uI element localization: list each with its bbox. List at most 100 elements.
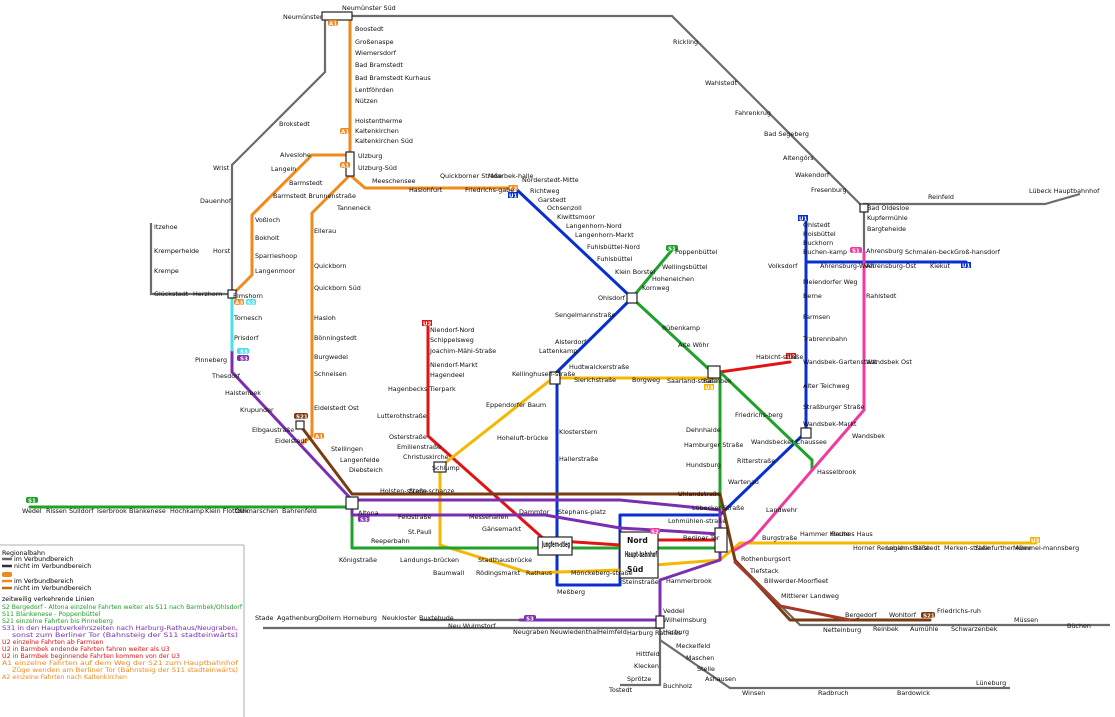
- station-neuwiedenthal[interactable]: Neuwiedenthal: [550, 628, 598, 636]
- station-osterstrasse[interactable]: Osterstraße: [389, 433, 427, 441]
- station-itzehoe[interactable]: Itzehoe: [154, 223, 178, 231]
- station-mittlerer-landweg[interactable]: Mittlerer Landweg: [781, 592, 839, 600]
- station-harburg[interactable]: Harburg: [663, 628, 689, 636]
- station-langenhorn-markt[interactable]: Langenhorn-Markt: [575, 231, 634, 239]
- station-wahlstedt[interactable]: Wahlstedt: [705, 79, 737, 87]
- station-schwarzenbek[interactable]: Schwarzenbek: [951, 625, 998, 633]
- station-klein-borstel[interactable]: Klein Borstel: [615, 268, 655, 276]
- station-veddel[interactable]: Veddel: [663, 607, 685, 615]
- station-horner-rennbahn[interactable]: Horner Rennbahn: [853, 544, 909, 552]
- station-trabrennbahn[interactable]: Trabrennbahn: [802, 335, 847, 343]
- station-wandsbek-gartenstadt[interactable]: Wandsbek-Gartenstadt: [803, 358, 877, 366]
- station-rissen[interactable]: Rissen: [46, 507, 67, 515]
- station-langenhorn-nord[interactable]: Langenhorn-Nord: [566, 222, 622, 230]
- hub-berliner-tor[interactable]: [714, 527, 728, 553]
- hub-ohlsdorf[interactable]: [626, 292, 638, 304]
- station-wilhelmsburg[interactable]: Wilhelmsburg: [663, 616, 707, 624]
- station-wandsbek-markt[interactable]: Wandsbek-Markt: [803, 420, 857, 428]
- station-berliner-tor[interactable]: Berliner Tor: [683, 534, 720, 542]
- station-neukloster[interactable]: Neukloster: [382, 614, 417, 622]
- station-ohlstedt[interactable]: Ohlstedt: [803, 221, 831, 229]
- station-schlump[interactable]: Schlump: [432, 464, 460, 472]
- station-uhlandstrasse[interactable]: Uhlandstraße: [678, 490, 721, 498]
- station-hagenbecks[interactable]: Hagenbecks Tierpark: [388, 385, 456, 393]
- station-othmarschen[interactable]: Othmarschen: [235, 507, 278, 515]
- station-hundsburg[interactable]: Hundsburg: [686, 461, 721, 469]
- station-holstenstrasse[interactable]: Holsten-straße: [380, 487, 427, 495]
- station-tiefstack[interactable]: Tiefstack: [749, 567, 779, 575]
- station-koenigstrasse[interactable]: Königstraße: [339, 556, 377, 564]
- station-stelle[interactable]: Stelle: [697, 665, 715, 673]
- station-ohlsdorf[interactable]: Ohlsdorf: [598, 294, 626, 302]
- station-eppendorfer-baum[interactable]: Eppendorfer Baum: [486, 401, 546, 409]
- station-friedrichsberg[interactable]: Friedrichs-berg: [735, 411, 783, 419]
- station-moorbekhalle[interactable]: Moorbek-halle: [488, 172, 533, 180]
- station-hoisbuettel[interactable]: Hoisbüttel: [803, 230, 836, 238]
- station-kiwittsmoor[interactable]: Kiwittsmoor: [557, 213, 595, 221]
- hub-jungfernstieg[interactable]: [537, 536, 573, 556]
- station-buchenkamp[interactable]: Buchen-kamp: [803, 248, 847, 256]
- station-kupfermuehle[interactable]: Kupfermühle: [867, 214, 908, 222]
- station-hagendeel[interactable]: Hagendeel: [430, 371, 465, 379]
- station-quickborn-sued[interactable]: Quickborn Süd: [314, 284, 361, 292]
- station-hammerbrook[interactable]: Hammerbrook: [666, 577, 712, 585]
- station-boenningstedt[interactable]: Bönningstedt: [314, 334, 357, 342]
- station-langenmoor[interactable]: Langenmoor: [255, 267, 296, 275]
- station-horst[interactable]: Horst: [213, 247, 231, 255]
- station-rauhes-haus[interactable]: Rauhes Haus: [831, 530, 873, 538]
- station-barmstedt-brunnenstrasse[interactable]: Barmstedt Brunnenstraße: [273, 192, 356, 200]
- station-ulzburg[interactable]: Ulzburg: [358, 152, 383, 160]
- station-eidelstedt-ost[interactable]: Eidelstedt Ost: [314, 404, 359, 412]
- station-quickborner-strasse[interactable]: Quickborner Straße: [440, 172, 502, 180]
- station-wandsbek-ost[interactable]: Wandsbek Ost: [866, 358, 912, 366]
- station-fresenburg[interactable]: Fresenburg: [811, 186, 847, 194]
- station-ahrensburg-west[interactable]: Ahrensburg-West: [820, 262, 875, 270]
- station-neugraben[interactable]: Neugraben: [513, 628, 548, 636]
- station-sparrieshoop[interactable]: Sparrieshoop: [255, 252, 297, 260]
- hub-kellinghusenstrasse[interactable]: [549, 371, 561, 385]
- station-reeperbahn[interactable]: Reeperbahn: [371, 537, 410, 545]
- station-barmbek[interactable]: Barmbek: [703, 377, 732, 385]
- station-muessen[interactable]: Müssen: [1014, 616, 1038, 624]
- station-lattenkamp[interactable]: Lattenkamp: [539, 347, 577, 355]
- station-mummelmannsberg[interactable]: Mümmel-mannsberg: [1013, 544, 1079, 552]
- station-altengoers[interactable]: Altengörs: [783, 154, 814, 162]
- station-ellerau[interactable]: Ellerau: [314, 227, 336, 235]
- station-dehnhaide[interactable]: Dehnhaide: [686, 426, 721, 434]
- station-sierichstrasse[interactable]: Sierichstraße: [574, 376, 616, 384]
- station-tornesch[interactable]: Tornesch: [233, 314, 262, 322]
- station-luebeck-hbf[interactable]: Lübeck Hauptbahnhof: [1029, 187, 1100, 195]
- station-hoheluftbruecke[interactable]: Hoheluft-brücke: [497, 434, 548, 442]
- station-buchholz[interactable]: Buchholz: [663, 682, 693, 690]
- station-strassburger[interactable]: Straßburger Straße: [803, 403, 865, 411]
- station-ritterstrasse[interactable]: Ritterstraße: [737, 457, 775, 465]
- station-nettelnburg[interactable]: Nettelnburg: [823, 626, 861, 634]
- station-ashausen[interactable]: Ashausen: [705, 675, 736, 683]
- station-holstentherme[interactable]: Holstentherme: [355, 117, 403, 125]
- station-neumuenster[interactable]: Neumünster: [283, 13, 323, 21]
- station-prisdorf[interactable]: Prisdorf: [234, 334, 259, 342]
- station-iserbrook[interactable]: Iserbrook: [97, 507, 127, 515]
- station-wrist[interactable]: Wrist: [213, 164, 230, 172]
- station-dollern[interactable]: Dollern: [318, 614, 341, 622]
- station-landwehr[interactable]: Landwehr: [766, 506, 798, 514]
- station-elmshorn[interactable]: Elmshorn: [233, 292, 263, 300]
- station-joachim-mahl[interactable]: Joachim-Mähl-Straße: [429, 347, 496, 355]
- station-hoheneichen[interactable]: Hoheneichen: [652, 275, 694, 283]
- station-dammtor[interactable]: Dammtor: [519, 508, 550, 516]
- station-stephansplatz[interactable]: Stephans-platz: [558, 508, 606, 516]
- station-wandsbecker-chaussee[interactable]: Wandsbecker Chaussee: [751, 438, 827, 446]
- station-harburg-rathaus[interactable]: Harburg Rathaus: [627, 629, 682, 637]
- station-boostedt[interactable]: Boostedt: [355, 25, 384, 33]
- hub-barmbek[interactable]: [707, 365, 721, 379]
- station-wohltorf[interactable]: Wohltorf: [889, 611, 917, 619]
- station-fuhlsbuettel-nord[interactable]: Fuhlsbüttel-Nord: [587, 243, 640, 251]
- station-schnelsen[interactable]: Schnelsen: [314, 370, 347, 378]
- station-burgstrasse[interactable]: Burgstraße: [762, 534, 797, 542]
- station-radbruch[interactable]: Radbruch: [818, 689, 849, 697]
- station-ochsenzoll[interactable]: Ochsenzoll: [547, 204, 582, 212]
- station-merkenstrasse[interactable]: Merken-straße: [944, 544, 990, 552]
- station-christuskirche[interactable]: Christuskirche: [403, 453, 449, 461]
- station-reinfeld[interactable]: Reinfeld: [928, 193, 954, 201]
- station-altona[interactable]: Altona: [358, 509, 379, 517]
